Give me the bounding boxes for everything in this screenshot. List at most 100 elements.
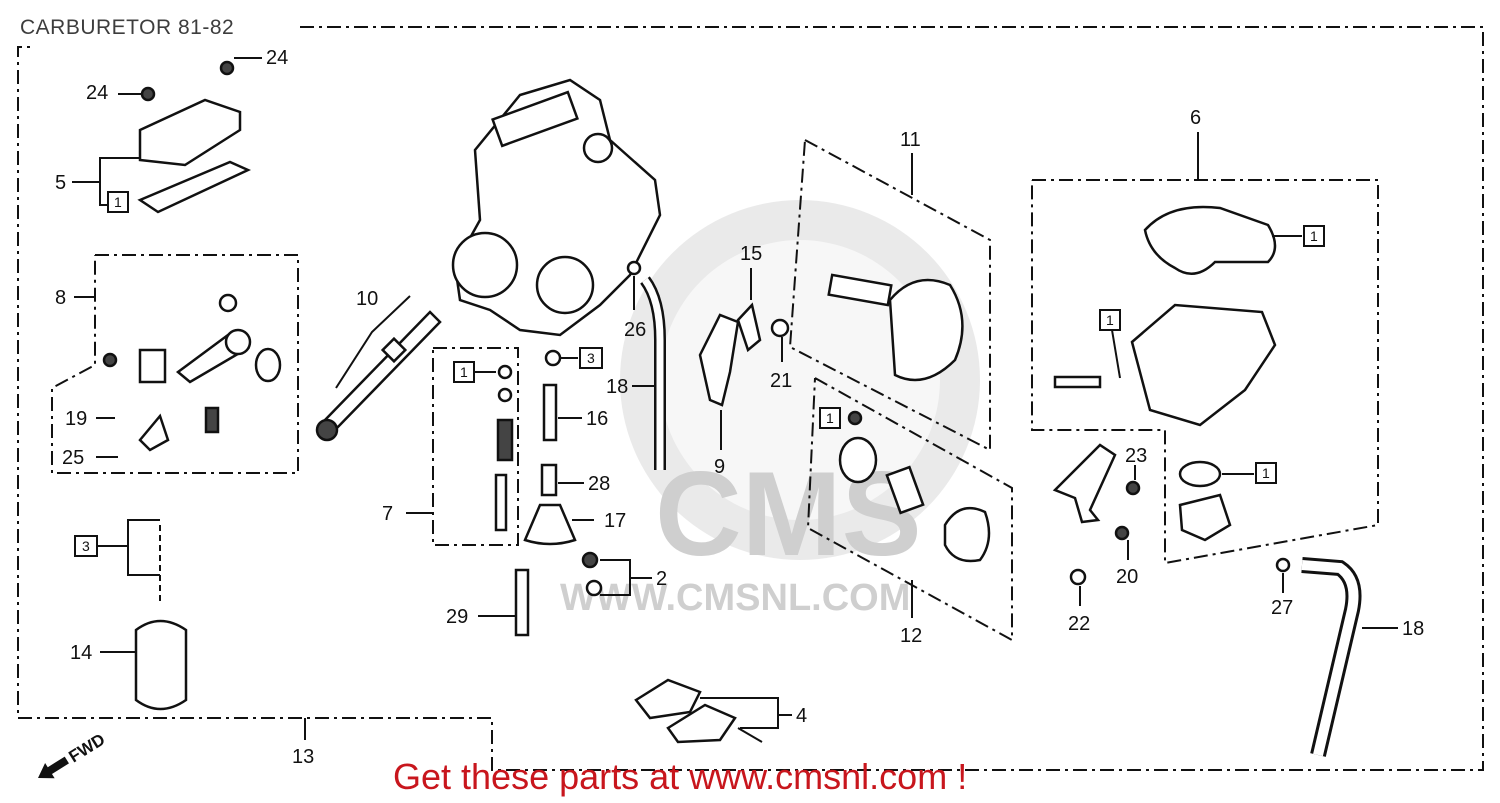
callout-14: 14 bbox=[70, 642, 92, 664]
callout-9: 9 bbox=[714, 456, 725, 478]
pilot-screw-part bbox=[514, 568, 530, 637]
accelerator-pump-rod-part bbox=[827, 273, 893, 307]
group-12-outline bbox=[806, 377, 1013, 642]
leader-1-6b bbox=[1111, 329, 1121, 379]
part-group-14: 3 14 bbox=[70, 519, 188, 711]
boxed-callout-1: 1 bbox=[826, 410, 834, 426]
top-cover-part bbox=[138, 98, 242, 167]
pump-cover-part bbox=[888, 278, 964, 382]
group-7-outline bbox=[432, 347, 519, 546]
callout-10: 10 bbox=[356, 288, 378, 310]
float-valve-seat-part bbox=[523, 503, 577, 546]
cover-gasket-part bbox=[137, 160, 252, 214]
callout-26: 26 bbox=[624, 319, 646, 341]
callout-24b: 24 bbox=[266, 47, 288, 69]
part-group-9: 9 15 21 bbox=[698, 243, 792, 478]
boxed-callout bbox=[1303, 225, 1325, 247]
boxed-callout bbox=[819, 407, 841, 429]
callout-7: 7 bbox=[382, 503, 393, 525]
callout-18b: 18 bbox=[1402, 618, 1424, 640]
part-group-12: 1 12 bbox=[806, 377, 1013, 647]
callout-24a: 24 bbox=[86, 82, 108, 104]
callout-13: 13 bbox=[292, 746, 314, 768]
callout-19: 19 bbox=[65, 408, 87, 430]
callout-16: 16 bbox=[586, 408, 608, 430]
bracket-part bbox=[138, 348, 167, 384]
part-group-5: 24 24 5 1 bbox=[55, 47, 288, 214]
bracket-10 bbox=[335, 295, 411, 389]
boxed-callout bbox=[1255, 462, 1277, 484]
screw-part bbox=[737, 727, 763, 743]
part-group-7: 1 7 bbox=[382, 347, 519, 546]
drain-plug-part bbox=[1178, 493, 1232, 542]
clip-part bbox=[138, 413, 170, 452]
drain-o-ring-part bbox=[1178, 460, 1222, 488]
part-group-8: 8 19 25 bbox=[51, 254, 299, 474]
screw-part bbox=[585, 579, 603, 597]
part-group-6: 6 1 1 1 bbox=[1031, 107, 1379, 565]
hose-clip-part bbox=[626, 260, 642, 276]
link-plate-part bbox=[736, 302, 762, 353]
watermark-logo: CMS bbox=[655, 447, 922, 581]
screw-part bbox=[219, 60, 235, 76]
callout-6: 6 bbox=[1190, 107, 1201, 129]
intake-boot-part bbox=[134, 619, 188, 711]
frame-outline bbox=[17, 26, 1484, 771]
washer-part bbox=[497, 387, 513, 403]
float-bowl-part bbox=[1130, 303, 1277, 427]
boxed-callout-3: 3 bbox=[587, 350, 595, 366]
throttle-stop-screw-part bbox=[323, 310, 442, 432]
callout-15: 15 bbox=[740, 243, 762, 265]
needle-spring-part bbox=[496, 418, 514, 462]
boxed-callout-3: 3 bbox=[82, 538, 90, 554]
arm-pivot-part bbox=[224, 328, 252, 356]
needle-jet-part bbox=[542, 383, 558, 442]
footer-promo-text[interactable]: Get these parts at www.cmsnl.com ! bbox=[393, 756, 968, 797]
group-6-outline bbox=[1031, 179, 1379, 565]
fitting-part bbox=[582, 132, 614, 164]
vacuum-chamber-part bbox=[491, 90, 579, 148]
screw-part bbox=[581, 551, 599, 569]
boxed-callout-1: 1 bbox=[1106, 312, 1114, 328]
callout-29: 29 bbox=[446, 606, 468, 628]
fwd-arrow-icon bbox=[38, 756, 69, 779]
fwd-marker: FWD bbox=[38, 730, 108, 779]
part-group-4: 4 bbox=[634, 678, 807, 744]
diaphragm-part bbox=[838, 436, 878, 484]
pump-housing-part bbox=[943, 506, 991, 563]
drain-screw-part bbox=[1053, 375, 1102, 389]
bracket-3 bbox=[127, 519, 160, 576]
hose-clip-part bbox=[1275, 557, 1291, 573]
spring-part bbox=[204, 406, 220, 434]
part-group-18a: 26 18 bbox=[606, 260, 666, 470]
bowl-gasket-part bbox=[1143, 205, 1277, 275]
vent-hose-inner bbox=[642, 277, 664, 470]
clamp-part bbox=[634, 678, 702, 720]
carburetor-body bbox=[451, 78, 662, 337]
screw-part bbox=[218, 293, 238, 313]
boxed-callout bbox=[579, 347, 603, 369]
callout-21: 21 bbox=[770, 370, 792, 392]
callout-8: 8 bbox=[55, 287, 66, 309]
screw-part bbox=[1125, 480, 1141, 496]
callout-5: 5 bbox=[55, 172, 66, 194]
callout-4: 4 bbox=[796, 705, 807, 727]
washer-part bbox=[254, 347, 282, 383]
part-group-right-links: 23 20 22 27 18 bbox=[1052, 443, 1424, 757]
choke-lever-part bbox=[698, 313, 740, 407]
callout-11: 11 bbox=[900, 129, 921, 151]
nut-part bbox=[770, 318, 790, 338]
float-arm-part bbox=[1052, 443, 1117, 524]
bracket-4 bbox=[700, 697, 779, 729]
screw-part bbox=[1114, 525, 1130, 541]
group-8-outline bbox=[51, 254, 299, 474]
callout-17: 17 bbox=[604, 510, 626, 532]
callout-25: 25 bbox=[62, 447, 84, 469]
nut-part bbox=[102, 352, 118, 368]
o-ring-part bbox=[497, 364, 513, 380]
outer-frame-13: 13 bbox=[17, 26, 1484, 771]
drain-hose-inner bbox=[1301, 560, 1359, 757]
o-ring-part bbox=[544, 349, 562, 367]
o-ring-part bbox=[847, 410, 863, 426]
